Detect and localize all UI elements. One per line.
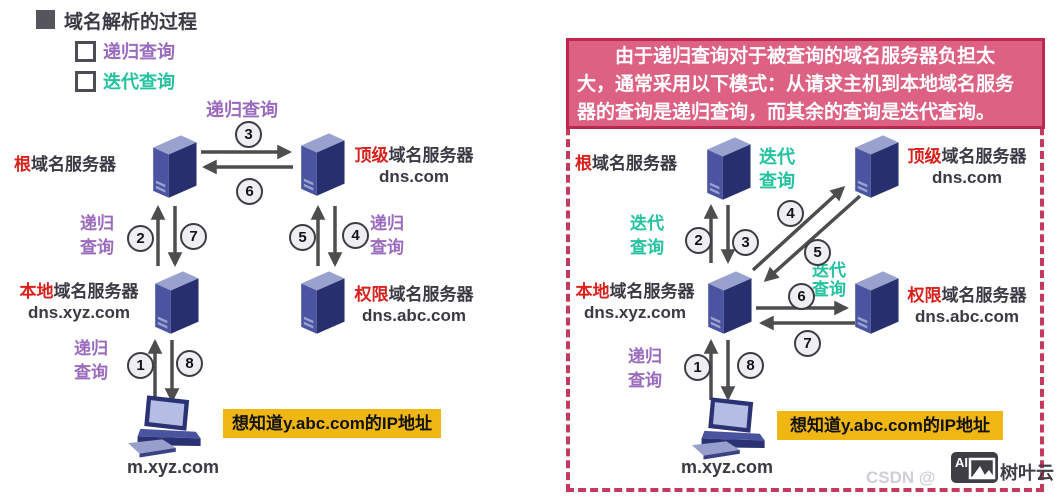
step-badge-6: 6 <box>236 178 263 205</box>
server-domain-tld: dns.com <box>932 168 1002 187</box>
query-label-recursive-bottom: 递归 查询 <box>74 339 108 382</box>
step-badge-7: 7 <box>794 330 821 357</box>
host-label: m.xyz.com <box>127 457 220 477</box>
step-badge-4: 4 <box>777 200 804 227</box>
host-label: m.xyz.com <box>681 457 774 477</box>
query-label-recursive-top: 递归查询 <box>206 100 278 120</box>
slide-title: 域名解析的过程 <box>64 12 198 33</box>
server-domain-auth: dns.abc.com <box>915 307 1019 326</box>
host-computer-icon <box>128 392 214 458</box>
server-tower-local-icon <box>703 266 755 334</box>
watermark-brand: 树叶云 <box>1000 463 1054 483</box>
server-label-tld: 顶级域名服务器 dns.com <box>350 145 478 187</box>
query-label-recursive-bottom: 递归 查询 <box>628 347 662 390</box>
legend-bullet-square <box>36 10 55 29</box>
query-label-recursive-left: 递归 查询 <box>80 214 114 257</box>
server-label-root: 根域名服务器 <box>575 154 677 173</box>
server-tower-local-icon <box>150 266 202 334</box>
host-query-callout: 想知道y.abc.com的IP地址 <box>223 409 441 438</box>
server-label-auth: 权限域名服务器 dns.abc.com <box>350 284 478 326</box>
step-badge-5: 5 <box>804 239 831 266</box>
ai-badge-text: AI <box>955 455 968 470</box>
server-label-tld: 顶级域名服务器 dns.com <box>900 146 1034 188</box>
step-badge-1: 1 <box>684 354 711 381</box>
server-tower-auth-icon <box>296 266 348 334</box>
step-badge-4: 4 <box>342 222 369 249</box>
server-tower-root-icon <box>702 132 754 200</box>
note-box: 由于递归查询对于被查询的域名服务器负担太 大，通常采用以下模式：从请求主机到本地… <box>566 38 1045 129</box>
server-domain-tld: dns.com <box>379 167 449 186</box>
step-badge-7: 7 <box>180 223 207 250</box>
panel-dashed-border <box>566 44 1044 492</box>
checkbox-recursive[interactable] <box>75 41 96 62</box>
step-badge-8: 8 <box>737 352 764 379</box>
server-label-auth: 权限域名服务器 dns.abc.com <box>900 285 1034 327</box>
step-badge-2: 2 <box>685 227 712 254</box>
step-badge-3: 3 <box>235 121 262 148</box>
host-query-callout: 想知道y.abc.com的IP地址 <box>777 411 1003 440</box>
server-tower-auth-icon <box>850 266 902 334</box>
server-tower-tld-icon <box>850 130 902 198</box>
step-badge-3: 3 <box>732 229 759 256</box>
server-domain-local: dns.xyz.com <box>27 303 131 322</box>
server-tower-root-icon <box>148 130 200 198</box>
csdn-watermark: CSDN @ <box>866 468 936 487</box>
legend-item-recursive: 递归查询 <box>103 42 175 62</box>
server-label-root: 根域名服务器 <box>14 155 116 174</box>
query-label-recursive-right: 递归 查询 <box>370 214 404 257</box>
arrow-right-step5 <box>763 194 862 282</box>
ai-image-badge-icon: AI <box>951 452 998 483</box>
server-label-local: 本地域名服务器 dns.xyz.com <box>566 281 704 323</box>
step-badge-6: 6 <box>788 283 815 310</box>
step-badge-2: 2 <box>127 225 154 252</box>
step-badge-8: 8 <box>176 350 203 377</box>
query-label-iterative-left: 迭代 查询 <box>630 214 664 257</box>
host-computer-icon <box>692 394 778 460</box>
arrow-right-step4 <box>751 186 846 272</box>
step-badge-5: 5 <box>289 224 316 251</box>
step-badge-1: 1 <box>127 352 154 379</box>
query-label-iterative-root: 迭代 查询 <box>759 147 795 191</box>
legend-item-iterative: 迭代查询 <box>103 72 175 92</box>
server-domain-auth: dns.abc.com <box>362 306 466 325</box>
query-label-iterative-mid: 迭代 查询 <box>812 261 846 299</box>
server-domain-local: dns.xyz.com <box>583 303 687 322</box>
server-tower-tld-icon <box>296 128 348 196</box>
server-label-local: 本地域名服务器 dns.xyz.com <box>10 281 148 323</box>
checkbox-iterative[interactable] <box>75 71 96 92</box>
